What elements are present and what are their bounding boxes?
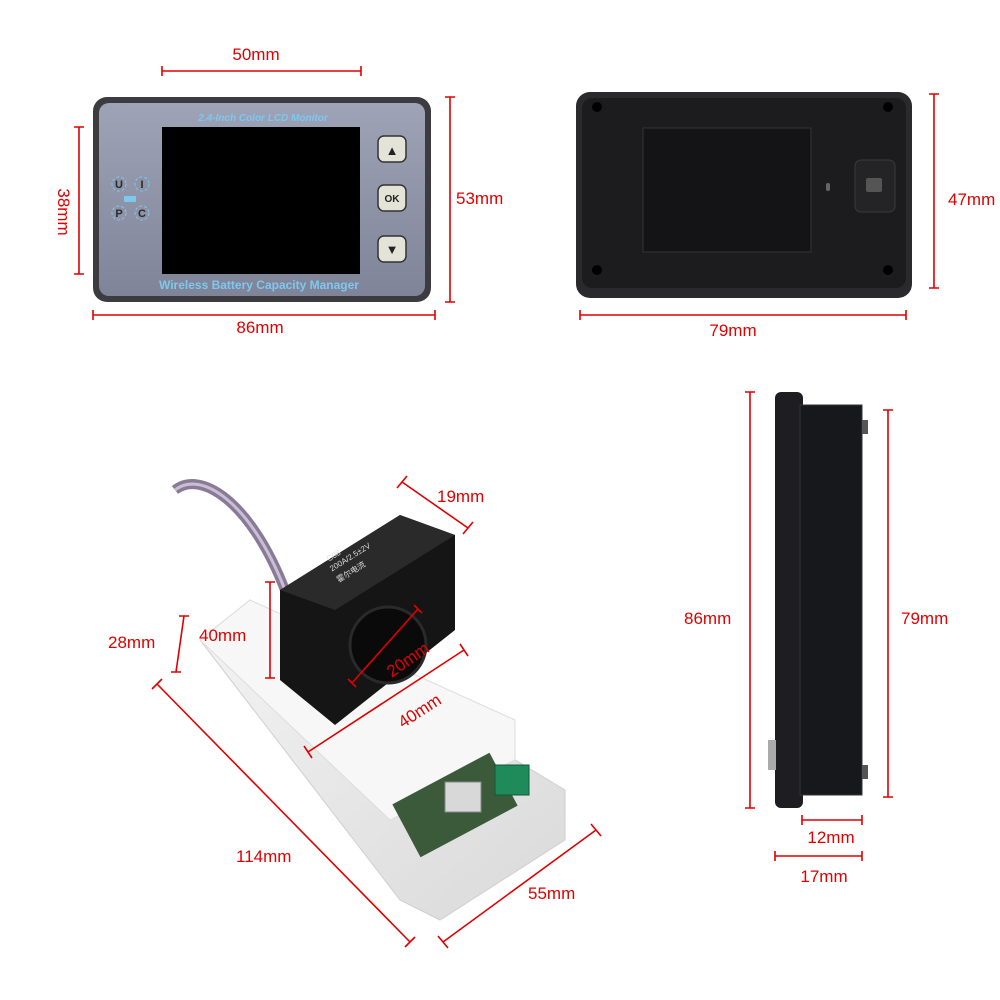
front-view: 2.4-Inch Color LCD Monitor Wireless Batt… bbox=[54, 45, 503, 337]
dim-line-40mm-vertical bbox=[265, 581, 275, 679]
side-port bbox=[768, 740, 776, 770]
dim-label-sensor-depth: 19mm bbox=[437, 487, 484, 506]
indicator-i: I bbox=[140, 179, 143, 191]
dim-label-screen-width: 50mm bbox=[232, 45, 279, 64]
sensor-module-view: 200A/2.5±2V 霍尔电流 ·C08 19mm 28mm 40mm 20m… bbox=[108, 475, 602, 949]
dim-line-28mm bbox=[171, 615, 189, 673]
dim-line-40mm-diagonal bbox=[303, 643, 469, 759]
dim-line-12mm bbox=[801, 815, 863, 825]
dim-line-50mm bbox=[161, 66, 362, 76]
dim-line-114mm bbox=[151, 678, 416, 948]
usb-port-icon bbox=[444, 781, 482, 813]
panel-top-label: 2.4-Inch Color LCD Monitor bbox=[197, 113, 329, 124]
terminal-block bbox=[494, 764, 530, 796]
lcd-screen bbox=[162, 127, 360, 274]
back-label-area bbox=[642, 127, 812, 253]
dim-label-back-height: 47mm bbox=[948, 190, 995, 209]
indicator-c: C bbox=[138, 208, 146, 220]
micro-usb-port-icon bbox=[866, 178, 882, 192]
dim-line-79mm-side bbox=[883, 409, 893, 798]
battery-icon bbox=[124, 196, 136, 202]
screw-icon bbox=[592, 102, 602, 112]
dim-line-20mm bbox=[347, 604, 423, 688]
dim-label-height: 53mm bbox=[456, 189, 503, 208]
indicator-p: P bbox=[115, 208, 122, 220]
dim-line-53mm bbox=[445, 96, 455, 303]
dim-line-47mm bbox=[929, 93, 939, 289]
indicator-icons: U I P C bbox=[111, 176, 150, 221]
dim-label-box-length: 114mm bbox=[236, 847, 291, 866]
ok-label: OK bbox=[385, 194, 401, 205]
down-arrow-icon: ▼ bbox=[386, 242, 399, 257]
side-view: 86mm 79mm 12mm 17mm bbox=[684, 391, 948, 886]
side-body bbox=[799, 404, 863, 796]
dim-label-sensor-height: 40mm bbox=[199, 626, 246, 645]
panel-bottom-label: Wireless Battery Capacity Manager bbox=[159, 278, 359, 292]
dim-label-box-width: 55mm bbox=[528, 884, 575, 903]
dim-label-screen-height: 38mm bbox=[54, 188, 73, 235]
dim-label-inner-height: 79mm bbox=[901, 609, 948, 628]
dim-line-17mm bbox=[774, 851, 863, 861]
dim-line-38mm bbox=[74, 126, 84, 275]
up-arrow-icon: ▲ bbox=[386, 143, 399, 158]
screw-icon bbox=[592, 265, 602, 275]
up-button[interactable]: ▲ bbox=[377, 135, 407, 163]
side-bezel bbox=[775, 392, 803, 808]
side-screw bbox=[862, 765, 868, 779]
screw-icon bbox=[883, 265, 893, 275]
side-screw bbox=[862, 420, 868, 434]
screw-icon bbox=[883, 102, 893, 112]
dim-label-box-height: 28mm bbox=[108, 633, 155, 652]
dim-label-width: 86mm bbox=[236, 318, 283, 337]
dim-line-19mm bbox=[396, 475, 474, 535]
back-view: 47mm 79mm bbox=[576, 92, 995, 340]
dim-line-86mm-side bbox=[745, 391, 755, 809]
dim-label-outer-depth: 17mm bbox=[800, 867, 847, 886]
led-hole bbox=[826, 183, 830, 191]
ok-button[interactable]: OK bbox=[377, 184, 407, 212]
indicator-u: U bbox=[115, 179, 123, 191]
dim-label-outer-height: 86mm bbox=[684, 609, 731, 628]
down-button[interactable]: ▼ bbox=[377, 235, 407, 263]
dim-line-55mm bbox=[437, 823, 602, 949]
dim-line-86mm bbox=[92, 310, 436, 320]
dim-line-79mm bbox=[579, 310, 907, 320]
dim-label-back-width: 79mm bbox=[709, 321, 756, 340]
dim-label-inner-depth: 12mm bbox=[807, 828, 854, 847]
